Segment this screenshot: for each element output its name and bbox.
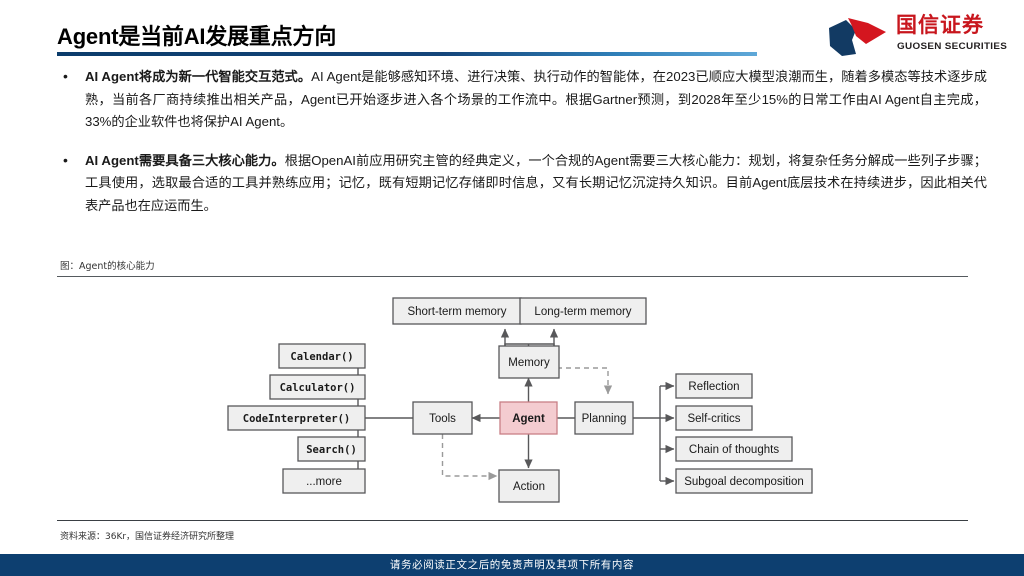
figure-caption: 图：Agent的核心能力: [60, 261, 155, 272]
bullet-lead-text: AI Agent需要具备三大核心能力。: [85, 152, 285, 168]
footer-disclaimer: 请务必阅读正文之后的免责声明及其项下所有内容: [389, 559, 635, 571]
node-code-interpreter: CodeInterpreter(): [227, 405, 366, 431]
figure-bottom-rule: [57, 520, 968, 521]
node-calculator: Calculator(): [269, 374, 366, 400]
company-logo: 国信证券 GUOSEN SECURITIES: [826, 12, 1007, 62]
figure-top-rule: [57, 276, 968, 277]
node-label: Planning: [582, 413, 627, 425]
title-underline-rule: [57, 52, 757, 56]
node-agent: Agent: [499, 401, 558, 435]
node-label: Search(): [306, 444, 357, 456]
node-long-term-memory: Long-term memory: [519, 297, 647, 325]
logo-name-cn: 国信证券: [896, 14, 984, 37]
node-label: CodeInterpreter(): [243, 413, 350, 425]
body-content: AI Agent将成为新一代智能交互范式。AI Agent是能够感知环境、进行决…: [57, 65, 987, 233]
guosen-logo-mark: [829, 18, 886, 56]
node-label: Action: [513, 481, 545, 493]
node-more: ...more: [282, 468, 366, 494]
node-label: Short-term memory: [407, 306, 506, 318]
node-label: Memory: [508, 357, 550, 369]
bullet-item: AI Agent需要具备三大核心能力。根据OpenAI前应用研究主管的经典定义，…: [57, 149, 987, 218]
node-label: Chain of thoughts: [689, 444, 779, 456]
agent-capability-diagram: Short-term memory Long-term memory Memor…: [0, 282, 1024, 514]
node-label: Reflection: [688, 381, 739, 393]
node-label: Calendar(): [290, 351, 353, 363]
logo-name-en: GUOSEN SECURITIES: [897, 41, 1008, 52]
node-label: Self-critics: [687, 413, 740, 425]
node-short-term-memory: Short-term memory: [392, 297, 522, 325]
bullet-item: AI Agent将成为新一代智能交互范式。AI Agent是能够感知环境、进行决…: [57, 65, 987, 134]
node-label: Calculator(): [280, 382, 356, 394]
node-tools: Tools: [412, 401, 473, 435]
node-label: Agent: [512, 413, 545, 425]
node-label: Long-term memory: [534, 306, 631, 318]
page-title: Agent是当前AI发展重点方向: [57, 24, 337, 49]
node-calendar: Calendar(): [278, 343, 366, 369]
node-subgoal-decomposition: Subgoal decomposition: [675, 468, 813, 494]
node-memory: Memory: [498, 345, 560, 379]
node-label: Subgoal decomposition: [684, 476, 804, 488]
node-self-critics: Self-critics: [675, 405, 753, 431]
node-label: ...more: [306, 476, 342, 488]
node-label: Tools: [429, 413, 456, 425]
bullet-body-text: 根据OpenAI前应用研究主管的经典定义，一个合规的Agent需要三大核心能力：…: [85, 152, 987, 213]
node-chain-of-thoughts: Chain of thoughts: [675, 436, 793, 462]
node-search: Search(): [297, 436, 366, 462]
node-reflection: Reflection: [675, 373, 753, 399]
bullet-body-text: AI Agent是能够感知环境、进行决策、执行动作的智能体，在2023已顺应大模…: [85, 69, 987, 129]
footer-bar: 请务必阅读正文之后的免责声明及其项下所有内容: [0, 554, 1024, 576]
figure-source: 资料来源：36Kr，国信证券经济研究所整理: [60, 532, 235, 542]
bullet-lead-text: AI Agent将成为新一代智能交互范式。: [85, 69, 312, 84]
node-action: Action: [498, 469, 560, 503]
node-planning: Planning: [574, 401, 634, 435]
